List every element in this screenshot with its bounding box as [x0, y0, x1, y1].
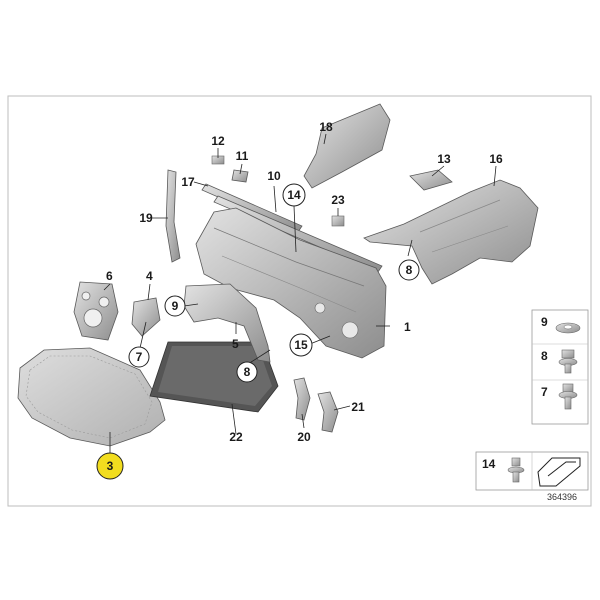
diagram-border	[7, 95, 592, 507]
callout-16: 16	[489, 152, 503, 166]
part-4-bracket	[131, 297, 161, 337]
callout-22: 22	[229, 430, 243, 444]
part-13-clip	[409, 169, 453, 191]
part-21-bracket	[317, 391, 339, 433]
callout-12: 12	[211, 134, 225, 148]
callout-17: 17	[181, 175, 195, 189]
legend-14: 14	[475, 451, 589, 491]
legend-clip-8-icon	[558, 349, 578, 374]
callouts: 1 3 4 5 6 7 8 8 9 10 11 12 13 14 15 16 1…	[96, 120, 503, 480]
legend-label-7: 7	[541, 385, 548, 399]
part-3-insulation-pad	[17, 347, 166, 447]
callout-21: 21	[351, 400, 365, 414]
legend-label-8: 8	[541, 349, 548, 363]
callout-8a: 8	[244, 365, 251, 379]
fastener-legend: 9 8 7	[531, 309, 589, 425]
part-5-bracket	[183, 283, 271, 363]
callout-5: 5	[232, 337, 239, 351]
part-11-clip	[231, 169, 249, 183]
part-6-bracket	[73, 281, 119, 341]
callout-8b: 8	[406, 263, 413, 277]
legend-label-9: 9	[541, 315, 548, 329]
callout-14: 14	[287, 188, 301, 202]
callout-4: 4	[146, 269, 153, 283]
part-1-bulkhead	[195, 207, 387, 359]
part-18-panel	[303, 103, 391, 189]
callout-1: 1	[404, 320, 411, 334]
callout-8a-circle	[236, 361, 258, 383]
callout-9: 9	[172, 299, 179, 313]
callout-14-circle	[282, 183, 306, 207]
part-16-tunnel	[363, 179, 539, 285]
callout-19: 19	[139, 211, 153, 225]
callout-20: 20	[297, 430, 311, 444]
callout-3-circle	[96, 452, 124, 480]
callout-15: 15	[294, 338, 308, 352]
callout-15-circle	[289, 333, 313, 357]
callout-7: 7	[136, 350, 143, 364]
part-23-block	[331, 215, 345, 227]
callout-7-circle	[128, 346, 150, 368]
part-20-bracket	[293, 377, 311, 421]
catalog-number: 364396	[547, 492, 577, 502]
legend-clip-7-icon	[558, 383, 578, 410]
callout-13: 13	[437, 152, 451, 166]
callout-9-circle	[164, 295, 186, 317]
callout-6: 6	[106, 269, 113, 283]
callout-3: 3	[107, 459, 114, 473]
part-19-pillar	[165, 169, 181, 263]
callout-18: 18	[319, 120, 333, 134]
callout-23: 23	[331, 193, 345, 207]
part-22-mat	[149, 341, 279, 413]
callout-11: 11	[236, 149, 249, 163]
legend-nut-9-icon	[555, 322, 581, 334]
legend-rivet-14-icon	[507, 457, 525, 483]
callout-8b-circle	[398, 259, 420, 281]
catalog-arrow-icon	[537, 457, 581, 487]
callout-10: 10	[267, 169, 281, 183]
legend-label-14: 14	[482, 457, 496, 471]
